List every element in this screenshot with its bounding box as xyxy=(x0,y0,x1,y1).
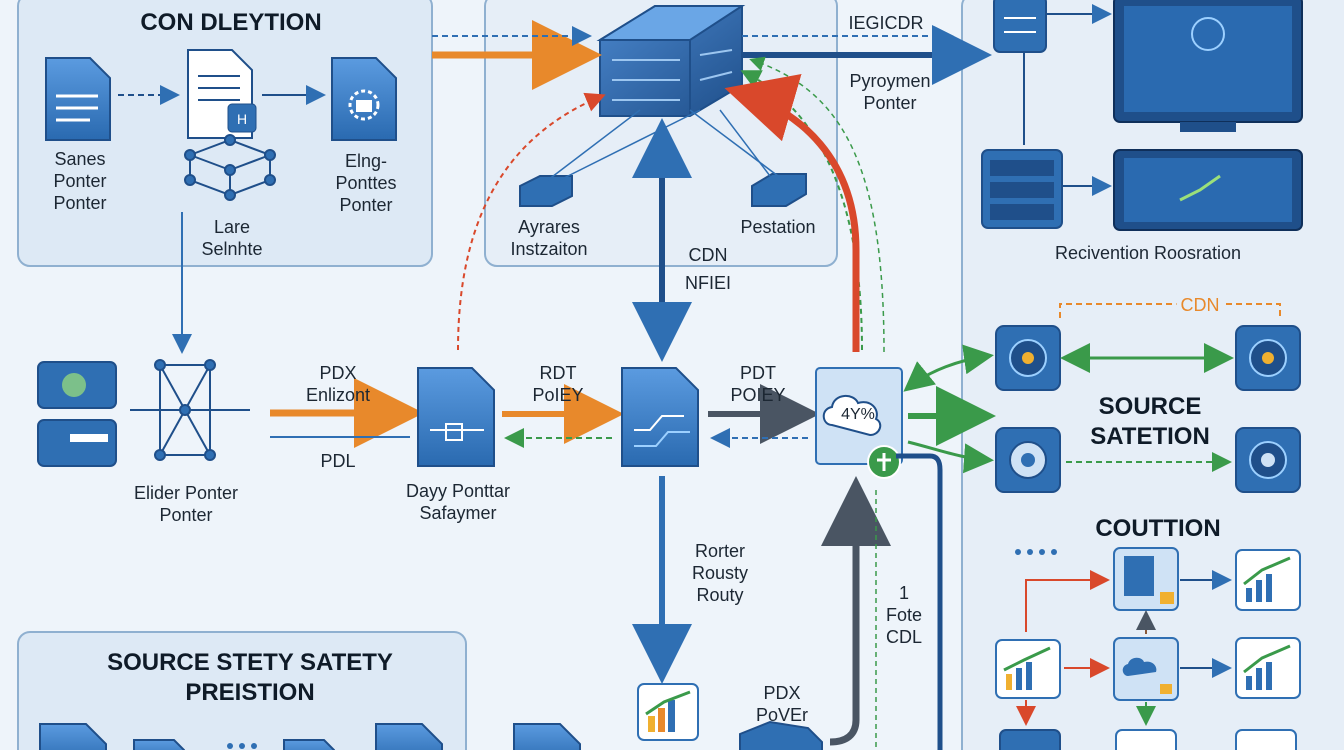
bottom-left-docs xyxy=(39,723,581,750)
left-card-2-icon xyxy=(37,419,117,467)
label-cdn-top: CDN xyxy=(688,245,728,265)
pestation-router-icon xyxy=(751,173,807,207)
bottom-box-3 xyxy=(1235,729,1297,750)
label-fote: 1 Fote CDL xyxy=(885,583,923,647)
plus-badge-icon xyxy=(867,445,901,479)
title-con-dleytion: CON DLEYTION xyxy=(140,9,322,36)
title-source-stety: SOURCE STETY SATETY PREISTION xyxy=(107,649,393,706)
cdn-bracket xyxy=(1059,303,1281,318)
bottom-box-2 xyxy=(1115,729,1177,750)
node-hub-icon-2 xyxy=(1235,325,1301,391)
node-hub-icon-1 xyxy=(995,325,1061,391)
label-elider: Elider Ponter Ponter xyxy=(133,483,239,525)
label-cdn-right: CDN xyxy=(1176,294,1224,316)
bar-chart-icon xyxy=(637,683,699,741)
monitor-icon xyxy=(1113,0,1303,132)
title-coution: COUTTION xyxy=(1095,515,1221,542)
title-source-satetion: SOURCE SATETION xyxy=(1090,393,1210,450)
arrow-curve-to-node xyxy=(903,344,994,392)
arrow-dashed-orange-curve xyxy=(457,92,606,351)
map-doc-icon xyxy=(1113,547,1179,611)
dayy-doc-icon xyxy=(417,367,495,467)
label-nfiei: NFIEI xyxy=(684,273,732,293)
cloud-tablet-icon xyxy=(815,367,903,465)
label-pdx-enli: PDX Enlizont xyxy=(305,363,371,405)
right-small-router-icon xyxy=(993,0,1047,53)
label-pyroymen: Pyroymen Ponter xyxy=(849,71,931,113)
sanes-doc-icon xyxy=(45,57,111,141)
label-iegicdr: IEGICDR xyxy=(848,13,924,33)
bottom-dots-icon xyxy=(227,743,257,749)
bottom-router-icon xyxy=(739,720,823,750)
network-cube-icon xyxy=(184,134,276,201)
center-doc-icon xyxy=(621,367,699,467)
arrow-coution-red-1 xyxy=(1025,570,1110,632)
node-hub-icon-3 xyxy=(995,427,1061,493)
bottom-box-1 xyxy=(999,729,1061,750)
growth-chart-icon-2 xyxy=(995,639,1061,699)
label-lare: Lare Selnhte xyxy=(201,217,263,259)
label-rorter: Rorter Rousty Routy xyxy=(691,541,749,605)
arrow-red-up xyxy=(724,74,860,352)
arrow-gray-curve xyxy=(829,719,860,746)
ayrares-router-icon xyxy=(519,175,573,207)
label-pestation: Pestation xyxy=(740,217,816,237)
mesh-network-icon xyxy=(130,359,250,461)
elng-doc-icon xyxy=(331,57,397,141)
label-elng: Elng- Ponttes Ponter xyxy=(335,151,397,215)
dots-icon xyxy=(1015,549,1057,555)
arrow-dashed-green-curve xyxy=(740,70,863,351)
label-cloud-pct: 4Y% xyxy=(841,406,875,423)
line-blue-right xyxy=(896,453,943,750)
label-recivention: Recivention Roosration xyxy=(1054,243,1242,263)
arrow-green-curve-down xyxy=(907,440,994,474)
label-pdt: PDT POIEY xyxy=(730,363,786,405)
label-dayy: Dayy Ponttar Safaymer xyxy=(405,481,511,523)
growth-chart-icon-1 xyxy=(1235,549,1301,611)
cloud-device-icon xyxy=(1113,637,1179,701)
left-card-1-icon xyxy=(37,361,117,409)
dashboard-monitor-icon xyxy=(1113,149,1303,231)
label-rdt: RDT PoIEY xyxy=(532,363,584,405)
panel-source-stety xyxy=(17,631,467,750)
label-pdx-pover: PDX PoVEr xyxy=(755,683,809,725)
server-rack-icon xyxy=(981,149,1063,229)
growth-chart-icon-3 xyxy=(1235,637,1301,699)
label-ayrares: Ayrares Instzaiton xyxy=(510,217,588,259)
label-pdl: PDL xyxy=(320,451,356,471)
label-sanes: Sanes Ponter Ponter xyxy=(53,149,107,213)
svg-text:H: H xyxy=(237,111,247,127)
node-hub-icon-4 xyxy=(1235,427,1301,493)
document-icon: H xyxy=(187,49,257,139)
